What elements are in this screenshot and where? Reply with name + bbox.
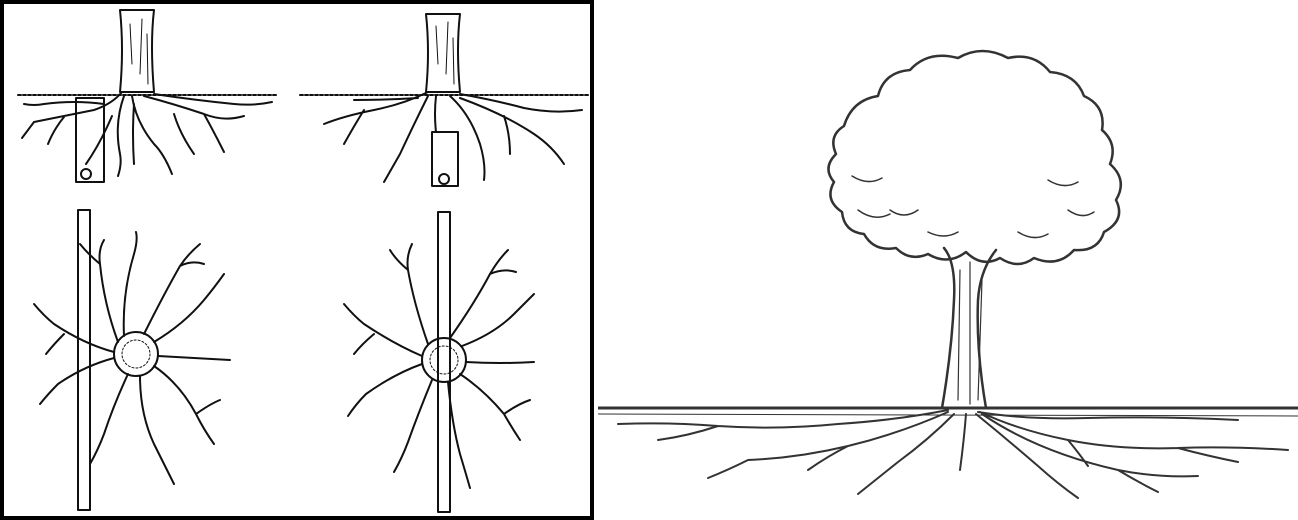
root-ball-left (114, 332, 158, 376)
root-diagram-panel (0, 0, 594, 520)
roots-left (22, 92, 272, 176)
pipe-side-right (432, 132, 458, 186)
plan-view-pipe-beside (34, 210, 230, 510)
trunk-bark-left (130, 19, 148, 84)
canopy-outline (828, 51, 1120, 264)
trunk-right (426, 14, 460, 92)
side-view-pipe-beside-roots (18, 10, 276, 182)
root-ball-texture-right (430, 346, 458, 374)
roots-spread (618, 410, 1288, 498)
tree-illustration-panel (598, 0, 1298, 520)
root-ball-texture-left (122, 340, 150, 368)
side-view-pipe-under-roots (300, 14, 588, 186)
pipe-plan-left (78, 210, 90, 510)
plan-view-pipe-through (344, 212, 534, 512)
tree-canopy (828, 51, 1120, 264)
pipe-end-left (81, 169, 91, 179)
pipe-end-right (439, 174, 449, 184)
roots-right (324, 92, 582, 182)
pipe-plan-right (438, 212, 450, 512)
canopy-detail (852, 176, 1094, 238)
tree-trunk (942, 248, 996, 408)
ground-and-roots (598, 408, 1298, 498)
tree-illustration-svg (598, 0, 1298, 520)
root-diagrams-svg (4, 4, 590, 516)
trunk-outline (942, 248, 996, 408)
trunk-bark-right (436, 22, 454, 84)
trunk-left (120, 10, 154, 92)
ground-line-shadow (598, 414, 1298, 416)
roots-plan-left (34, 232, 230, 484)
